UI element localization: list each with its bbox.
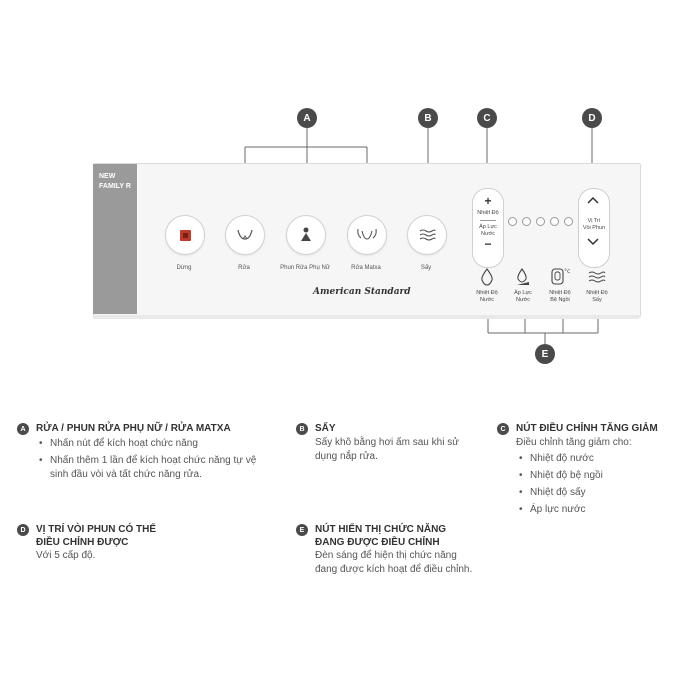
seat-temp-icon: °c xyxy=(551,268,570,285)
chevron-down-icon[interactable] xyxy=(587,238,599,246)
svg-text:°c: °c xyxy=(564,268,570,275)
section-d-title-line-1: VỊ TRÍ VÒI PHUN CÓ THỂ xyxy=(36,524,157,535)
stop-label: Dừng xyxy=(176,265,192,271)
list-item: Nhiệt độ nước xyxy=(516,452,686,466)
section-b-title: SẤY xyxy=(315,423,336,434)
indicator-seat-temp-label: Nhiệt Độ Bệ Ngồi xyxy=(540,290,580,304)
panel-edge xyxy=(93,315,639,319)
american-standard-logo: American Standard xyxy=(313,287,411,297)
brand-line-2: FAMILY R xyxy=(99,183,131,190)
feminine-wash-button[interactable] xyxy=(286,215,326,255)
level-dot xyxy=(550,217,559,226)
level-dot xyxy=(564,217,573,226)
massage-wash-button[interactable] xyxy=(347,215,387,255)
rear-wash-icon xyxy=(237,229,253,240)
indicator-dryer-temp-label: Nhiệt Độ Sấy xyxy=(577,290,617,304)
list-item: Áp lực nước xyxy=(516,503,686,517)
section-b-text: Sấy khô bằng hơi ấm sau khi sử dụng nắp … xyxy=(315,437,459,462)
dryer-temp-icon xyxy=(588,271,606,283)
nozzle-position-rocker[interactable] xyxy=(578,188,610,268)
section-c-title: NÚT ĐIỀU CHỈNH TĂNG GIẢM xyxy=(516,423,658,434)
section-e-title-line-2: ĐANG ĐƯỢC ĐIỀU CHỈNH xyxy=(315,537,440,548)
dry-icon xyxy=(419,229,436,241)
indicator-line: Bệ Ngồi xyxy=(550,297,570,303)
adjust-divider xyxy=(480,220,496,221)
section-e-badge: E xyxy=(296,524,308,536)
list-item: Nhấn nút để kích hoạt chức năng xyxy=(36,437,266,451)
callout-b: B xyxy=(418,108,438,128)
stop-button[interactable] xyxy=(165,215,205,255)
water-drop-icon xyxy=(481,268,493,286)
section-c-bullets: Nhiệt độ nước Nhiệt độ bệ ngồi Nhiệt độ … xyxy=(516,452,686,520)
list-item: Nhiệt độ bệ ngồi xyxy=(516,469,686,483)
section-e-text: Đèn sáng để hiện thị chức năng đang được… xyxy=(315,550,473,575)
indicator-line: Nhiệt Độ xyxy=(476,290,498,296)
section-a-badge: A xyxy=(17,423,29,435)
brand-strip xyxy=(93,164,137,314)
level-dot xyxy=(508,217,517,226)
adjust-label-temp: Nhiệt Độ xyxy=(477,210,499,216)
indicator-line: Áp Lực xyxy=(514,290,532,296)
adjust-label-pressure-2: Nước xyxy=(480,231,495,237)
callout-a: A xyxy=(297,108,317,128)
rear-wash-button[interactable] xyxy=(225,215,265,255)
nozzle-label-1: Vị Trí xyxy=(587,218,601,224)
section-d-title: VỊ TRÍ VÒI PHUN CÓ THỂ ĐIỀU CHỈNH ĐƯỢC xyxy=(36,523,156,549)
indicator-line: Nước xyxy=(479,297,494,303)
dry-button[interactable] xyxy=(407,215,447,255)
indicator-line: Nhiệt Độ xyxy=(549,290,571,296)
plus-button[interactable]: + xyxy=(484,194,492,208)
level-dot xyxy=(536,217,545,226)
section-a-title: RỬA / PHUN RỬA PHỤ NỮ / RỬA MATXA xyxy=(36,423,231,434)
list-item: Nhấn thêm 1 lần để kích hoạt chức năng t… xyxy=(36,454,266,482)
indicator-water-pressure-label: Áp Lực Nước xyxy=(503,290,543,304)
nozzle-label-2: Vòi Phun xyxy=(582,225,606,231)
indicator-line: Sấy xyxy=(592,297,602,303)
level-dot xyxy=(522,217,531,226)
massage-wash-label: Rửa Matxa xyxy=(351,265,381,271)
brand-label: NEW FAMILY R xyxy=(99,172,139,192)
section-e-title: NÚT HIỂN THỊ CHỨC NĂNG ĐANG ĐƯỢC ĐIỀU CH… xyxy=(315,523,446,549)
callout-d: D xyxy=(582,108,602,128)
section-a-bullets: Nhấn nút để kích hoạt chức năng Nhấn thê… xyxy=(36,437,266,485)
section-b-badge: B xyxy=(296,423,308,435)
callout-c: C xyxy=(477,108,497,128)
section-c-badge: C xyxy=(497,423,509,435)
callout-e: E xyxy=(535,344,555,364)
minus-button[interactable]: − xyxy=(484,237,492,251)
indicator-line: Nhiệt Độ xyxy=(586,290,608,296)
adjust-label-pressure-1: Áp Lực xyxy=(479,224,497,230)
stop-icon xyxy=(179,229,191,241)
rear-wash-label: Rửa xyxy=(238,265,250,271)
section-e-title-line-1: NÚT HIỂN THỊ CHỨC NĂNG xyxy=(315,524,447,535)
adjust-rocker[interactable] xyxy=(472,188,504,268)
brand-line-1: NEW xyxy=(99,173,116,180)
dry-label: Sấy xyxy=(420,265,432,271)
section-d-text: Với 5 cấp độ. xyxy=(36,550,96,561)
section-c-text: Điều chỉnh tăng giảm cho: xyxy=(516,437,632,448)
feminine-wash-icon xyxy=(301,227,311,241)
indicator-line: Nước xyxy=(515,297,530,303)
feminine-wash-label: Phun Rửa Phụ Nữ xyxy=(280,265,330,271)
list-item: Nhiệt độ sấy xyxy=(516,486,686,500)
chevron-up-icon[interactable] xyxy=(587,196,599,204)
massage-wash-icon xyxy=(357,228,377,240)
section-d-title-line-2: ĐIỀU CHỈNH ĐƯỢC xyxy=(36,537,129,548)
pressure-icon xyxy=(517,268,529,285)
indicator-water-temp-label: Nhiệt Độ Nước xyxy=(467,290,507,304)
section-d-badge: D xyxy=(17,524,29,536)
